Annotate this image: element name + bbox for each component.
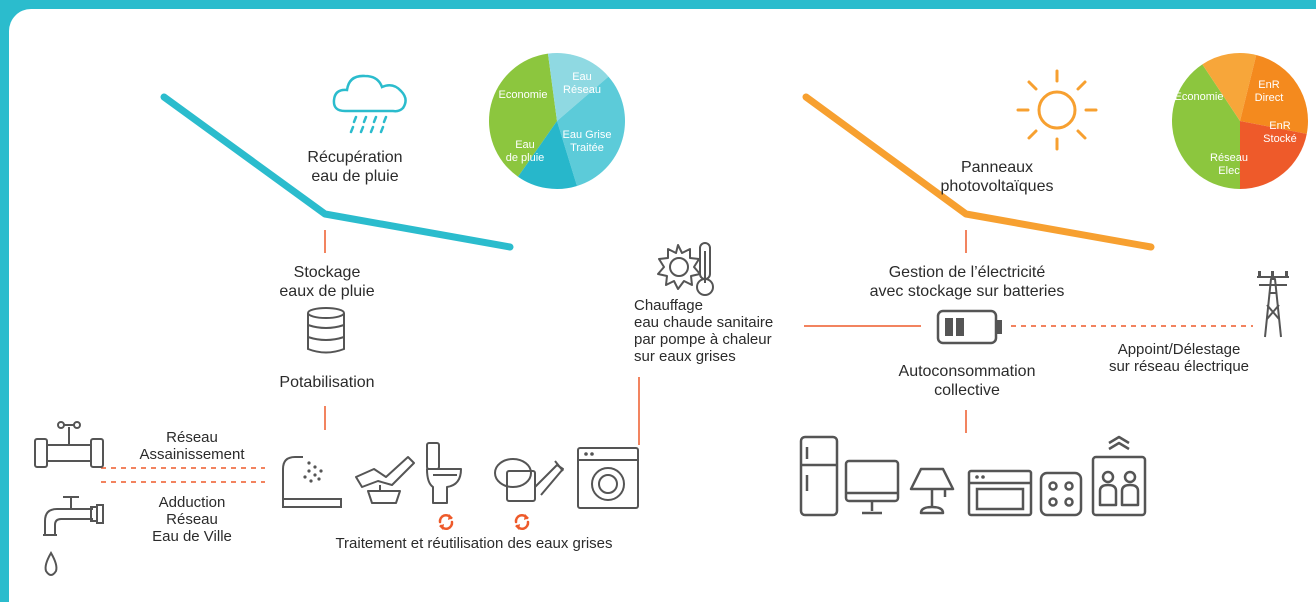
cooktop-icon [1039, 471, 1083, 517]
pie-slice-economie [489, 53, 557, 177]
dishwasher-icon [352, 451, 418, 507]
pie-label-economie-water: Economie [498, 89, 548, 101]
electricity-mix-pie [1172, 53, 1308, 189]
pie-label-economie-solar: Economie [1174, 91, 1224, 103]
water-tap-icon [35, 485, 107, 585]
storage-tank-icon [304, 306, 348, 356]
traitement-label: Traitement et réutilisation des eaux gri… [335, 535, 613, 552]
fridge-icon [799, 435, 839, 517]
recycle-icon [436, 514, 456, 530]
monitor-icon [844, 459, 900, 517]
elevator-icon [1091, 435, 1147, 517]
flow-lines [9, 9, 1316, 602]
lamp-icon [907, 467, 957, 517]
pie-slice-eau-grise-traitée [557, 76, 625, 186]
battery-icon [936, 309, 1002, 345]
pie-slice-eau-réseau [547, 53, 609, 121]
rain-cloud-icon [331, 71, 411, 139]
pie-slice-réseau-elec [1240, 121, 1307, 189]
water-usage-pie [489, 53, 625, 189]
heat-pump-thermometer-icon [656, 239, 718, 299]
toilet-icon [423, 441, 467, 509]
pie-slice-enr-stocké [1240, 54, 1308, 134]
pipe-icon [33, 419, 105, 469]
watering-can-icon [487, 451, 567, 509]
pie-slice-economie [1172, 64, 1240, 189]
solar-roof-line [806, 97, 1151, 247]
potabilisation-label: Potabilisation [279, 374, 375, 391]
shower-icon [279, 449, 349, 509]
water-roof-line [164, 97, 510, 247]
sun-icon [1014, 67, 1100, 153]
pie-slice-enr-direct [1202, 53, 1257, 122]
power-pylon-icon [1253, 271, 1293, 339]
pie-slice-eau-de-pluie [517, 121, 578, 189]
recycle-icon [512, 514, 532, 530]
washing-machine-icon [576, 446, 640, 510]
oven-icon [967, 469, 1033, 517]
